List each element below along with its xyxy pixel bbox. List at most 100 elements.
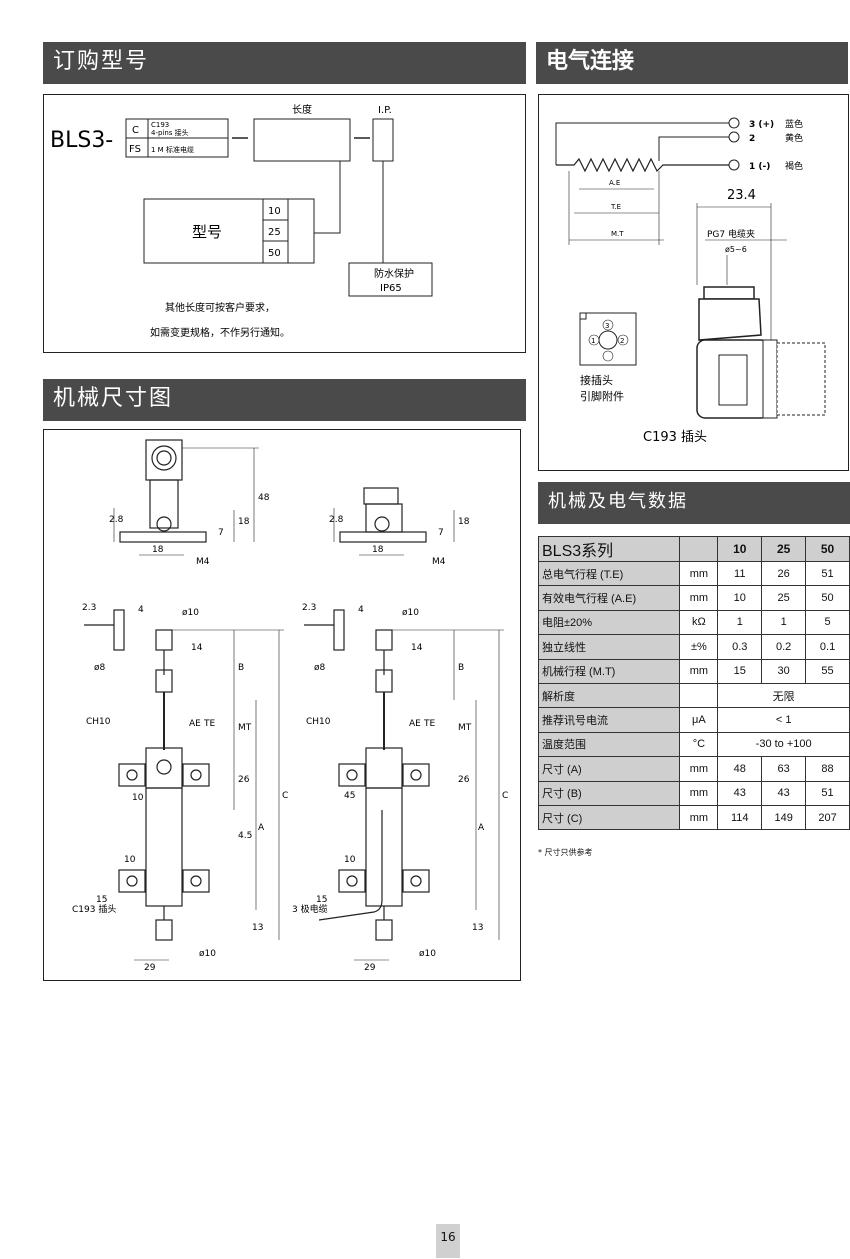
table-row: 解析度 无限 [537,682,850,709]
row-value: 48 [717,756,763,782]
dim-29-left: 29 [144,963,156,973]
row-value: 207 [805,804,850,831]
row-unit: ±% [679,634,719,660]
row-name: 尺寸 (B) [537,780,681,806]
pin2-color: 黄色 [785,132,803,144]
row-unit: mm [679,804,719,831]
pin1-color: 褐色 [785,160,803,172]
row-unit: μA [679,707,719,733]
ip-label: I.P. [378,105,392,116]
dim-7-right: 7 [438,528,444,538]
row-name: 温度范围 [537,731,681,758]
row-unit [679,682,719,709]
pin3-color: 蓝色 [785,118,803,130]
dim-2-8-left: 2.8 [109,515,124,525]
cable-label: 3 极电缆 [292,903,328,915]
row-value: 15 [717,658,763,684]
ae-left: AE [189,719,201,729]
dim-18b-right: 18 [458,517,470,527]
type-value-10: 10 [268,206,281,217]
row-unit: kΩ [679,609,719,636]
dim-10-right: 10 [344,855,356,865]
row-unit: mm [679,756,719,782]
dia10-top-right: ø10 [402,608,419,618]
dim-4-left: 4 [138,605,144,615]
dim-b-left: B [238,663,244,673]
ch10-left: CH10 [86,717,111,727]
dim-7-left: 7 [218,528,224,538]
table-row: 尺寸 (C) mm 114 149 207 [537,804,850,831]
opt-fs-code: FS [129,144,141,155]
row-name: 总电气行程 (T.E) [537,560,681,587]
row-name: 独立线性 [537,634,681,660]
row-value: 无限 [717,682,850,709]
dim-15-left: 15 [96,895,107,905]
mechanical-drawing: 2.8 18 7 18 48 M4 2.8 18 7 18 M4 2.3 4 ø… [72,439,508,973]
opt-c-line1: C193 [151,121,169,129]
row-unit: mm [679,585,719,611]
row-value: 5 [805,609,850,636]
dim-48: 48 [258,493,270,503]
pin3-label: 3 (+) [749,120,774,130]
dim-15-right: 15 [316,895,327,905]
ordering-diagram: BLS3- C C193 4-pins 接头 FS 1 M 标准电缆 长度 I.… [50,103,433,339]
table-title: BLS3系列 [537,536,681,562]
dim-18-right: 18 [372,545,384,555]
pin2-label: 2 [749,134,755,144]
type-value-25: 25 [268,227,281,238]
row-name: 尺寸 (C) [537,804,681,831]
mt-label: M.T [611,230,624,238]
electrical-diagram: 3 (+) 蓝色 2 黄色 1 (-) 褐色 A.E T.E M.T 23.4 … [555,117,826,445]
table-col-50: 50 [805,536,850,562]
table-header-row: BLS3系列 10 25 50 [537,536,850,562]
dim-10a-left: 10 [132,793,144,803]
row-value: 51 [805,560,850,587]
m4-right: M4 [432,557,446,567]
m4-left: M4 [196,557,210,567]
dim-18-left: 18 [152,545,164,555]
row-value: 88 [805,756,850,782]
dim-c-right: C [502,791,508,801]
row-unit: °C [679,731,719,758]
dim-45: 45 [344,791,355,801]
dim-4-5-left: 4.5 [238,831,252,841]
dim-2-3-right: 2.3 [302,603,316,613]
row-value: < 1 [717,707,850,733]
dim-14-right: 14 [411,643,423,653]
plug-pin-1: 1 [591,337,595,345]
dim-23-4: 23.4 [727,188,756,203]
plug-line2: 引脚附件 [580,389,624,403]
row-value: 63 [761,756,807,782]
te-label: T.E [610,203,621,211]
row-name: 电阻±20% [537,609,681,636]
row-name: 解析度 [537,682,681,709]
plug-pin-2: 2 [620,337,624,345]
dim-13-left: 13 [252,923,263,933]
row-value: 0.2 [761,634,807,660]
dim-a-right: A [478,823,485,833]
dim-26-right: 26 [458,775,470,785]
length-label: 长度 [292,103,312,116]
opt-fs-desc: 1 M 标准电缆 [151,145,194,154]
row-value: 11 [717,560,763,587]
row-value: 10 [717,585,763,611]
row-value: 30 [761,658,807,684]
table-col-25: 25 [761,536,807,562]
row-value: 0.1 [805,634,850,660]
row-unit: mm [679,658,719,684]
data-header: 机械及电气数据 [538,482,850,524]
pg7-label: PG7 电缆夹 [707,228,755,240]
te-right: TE [423,719,435,729]
ae-label: A.E [609,179,620,187]
opt-c-code: C [132,125,139,136]
row-value: 1 [761,609,807,636]
c193-caption: C193 插头 [643,430,707,445]
type-value-50: 50 [268,248,281,259]
table-row: 推荐讯号电流 μA < 1 [537,707,850,733]
table-row: 总电气行程 (T.E) mm 11 26 51 [537,560,850,587]
row-value: 0.3 [717,634,763,660]
row-value: 50 [805,585,850,611]
dia10-bottom-left: ø10 [199,949,216,959]
row-value: 43 [761,780,807,806]
mt-left: MT [238,723,252,733]
